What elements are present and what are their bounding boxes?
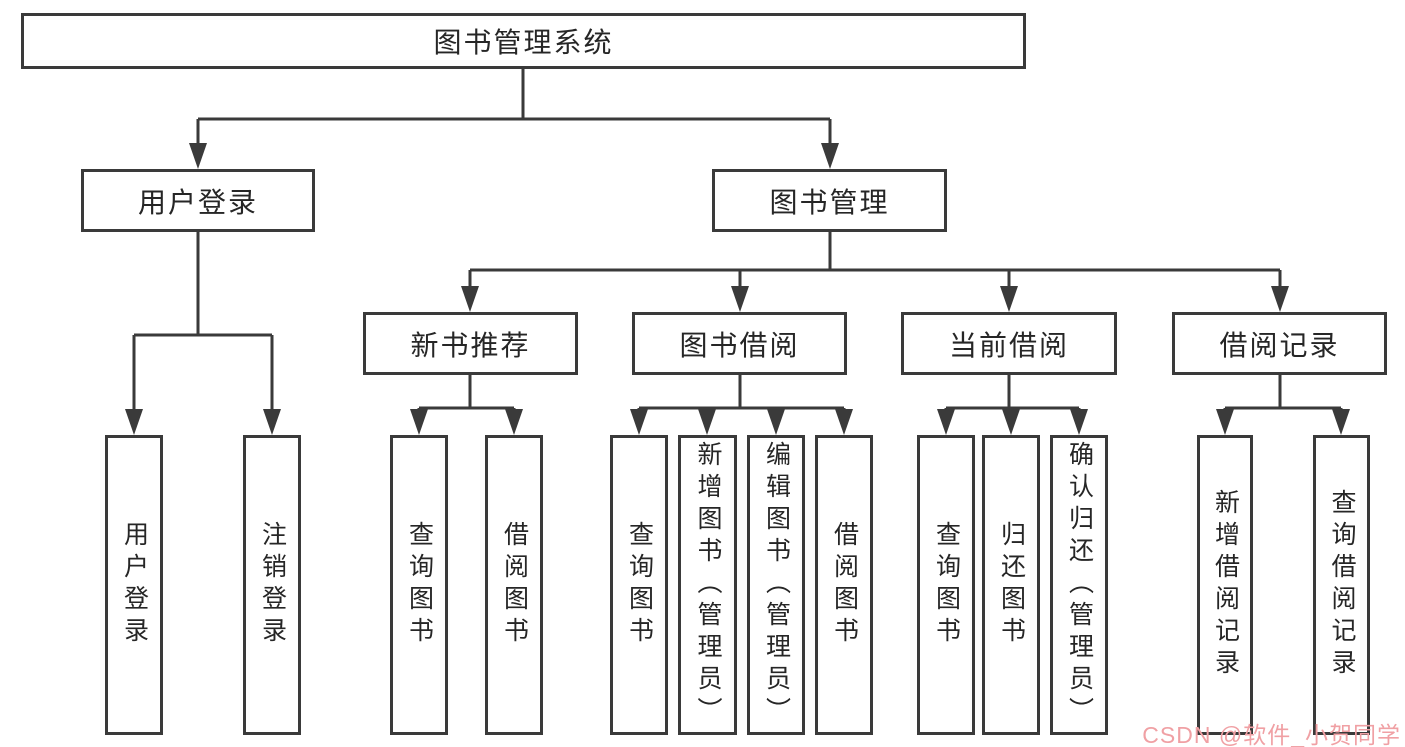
- leaf-logout: 注销登录: [243, 435, 301, 735]
- leaf-user-login: 用户登录: [105, 435, 163, 735]
- leaf-nb-query-books: 查询图书: [390, 435, 448, 735]
- leaf-cb-return-books: 归还图书: [982, 435, 1040, 735]
- arrow-down-icon: [630, 409, 648, 435]
- arrow-down-icon: [1070, 409, 1088, 435]
- connector-book-mgmt-branch: [461, 232, 1289, 312]
- node-new-book-recommend: 新书推荐: [363, 312, 578, 375]
- watermark: CSDN @软件_小贺同学: [1142, 722, 1401, 747]
- arrow-down-icon: [1002, 409, 1020, 435]
- leaf-bb-query-books: 查询图书: [610, 435, 668, 735]
- arrow-down-icon: [731, 286, 749, 312]
- connector-book-borrow-branch: [630, 375, 853, 435]
- connector-root-to-level1: [189, 69, 839, 169]
- node-book-management: 图书管理: [712, 169, 947, 232]
- arrow-down-icon: [410, 409, 428, 435]
- leaf-br-query-record: 查询借阅记录: [1313, 435, 1370, 735]
- leaf-br-add-record: 新增借阅记录: [1197, 435, 1253, 735]
- arrow-down-icon: [263, 409, 281, 435]
- arrow-down-icon: [461, 286, 479, 312]
- node-root: 图书管理系统: [21, 13, 1026, 69]
- leaf-bb-borrow-books: 借阅图书: [815, 435, 873, 735]
- arrow-down-icon: [1271, 286, 1289, 312]
- arrow-down-icon: [937, 409, 955, 435]
- connector-current-borrow-branch: [937, 375, 1088, 435]
- arrow-down-icon: [1332, 409, 1350, 435]
- arrow-down-icon: [698, 409, 716, 435]
- arrow-down-icon: [835, 409, 853, 435]
- arrow-down-icon: [505, 409, 523, 435]
- arrow-down-icon: [189, 143, 207, 169]
- connector-new-book-rec-branch: [410, 375, 523, 435]
- leaf-bb-add-books: 新增图书（管理员）: [678, 435, 737, 735]
- node-current-borrowing: 当前借阅: [901, 312, 1117, 375]
- connector-borrow-record-branch: [1216, 375, 1350, 435]
- connector-user-login-branch: [125, 232, 281, 435]
- arrow-down-icon: [125, 409, 143, 435]
- arrow-down-icon: [821, 143, 839, 169]
- node-user-login: 用户登录: [81, 169, 315, 232]
- leaf-bb-edit-books: 编辑图书（管理员）: [747, 435, 805, 735]
- node-borrow-records: 借阅记录: [1172, 312, 1387, 375]
- leaf-cb-query-books: 查询图书: [917, 435, 975, 735]
- leaf-cb-confirm-return: 确认归还（管理员）: [1050, 435, 1108, 735]
- arrow-down-icon: [1216, 409, 1234, 435]
- node-book-borrowing: 图书借阅: [632, 312, 847, 375]
- leaf-nb-borrow-books: 借阅图书: [485, 435, 543, 735]
- arrow-down-icon: [1000, 286, 1018, 312]
- arrow-down-icon: [767, 409, 785, 435]
